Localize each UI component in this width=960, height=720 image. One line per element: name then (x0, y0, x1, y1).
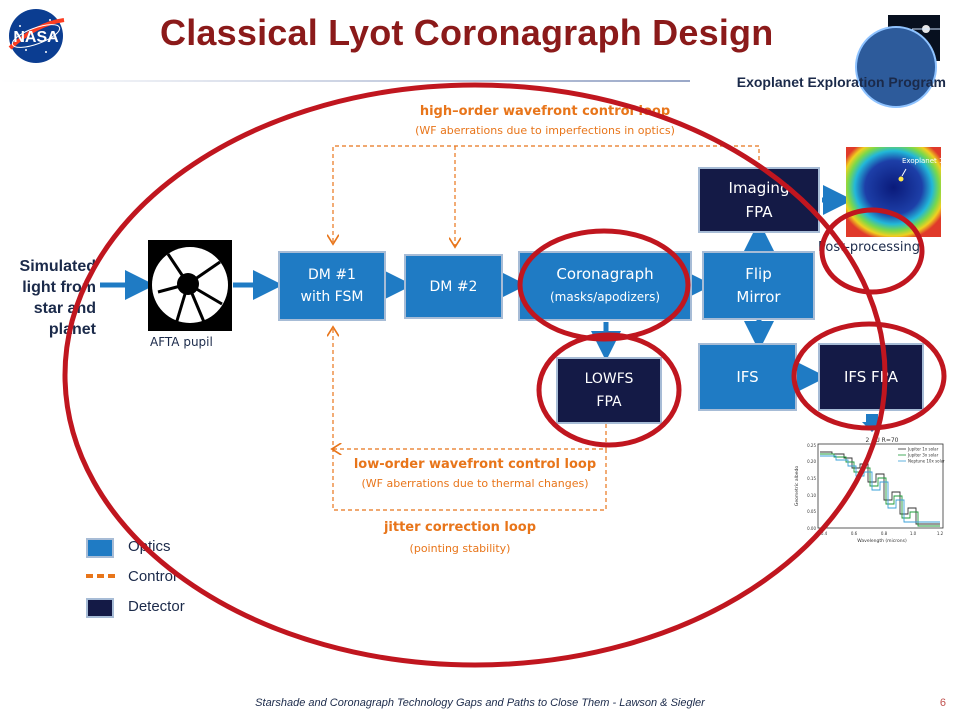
sim-line-1: Simulated (19, 258, 96, 275)
spectrum-ytick-1: 0.20 (807, 459, 816, 464)
jitter-loop-title: jitter correction loop (383, 520, 537, 535)
spectrum-ytick-3: 0.10 (807, 493, 816, 498)
dm1-label-1: DM #1 (308, 267, 356, 283)
spectrum-ylabel: Geometric albedo (794, 466, 800, 506)
legend-detector-swatch (86, 598, 114, 618)
flip-label-2: Mirror (736, 287, 781, 306)
loop-high-order-line (333, 145, 760, 243)
low-order-loop-subtitle: (WF aberrations due to thermal changes) (361, 477, 589, 490)
legend-control-swatch (86, 574, 116, 578)
high-order-loop-title: high–order wavefront control loop (419, 104, 671, 119)
post-processing-image: Exoplanet 1 (846, 147, 943, 237)
ifs-fpa-label: IFS FPA (843, 368, 899, 386)
imaging-fpa-block: Imaging FPA (698, 167, 820, 233)
legend-control-label: Control (128, 568, 177, 585)
coronagraph-sublabel: (masks/apodizers) (549, 290, 661, 304)
footer-text: Starshade and Coronagraph Technology Gap… (255, 697, 705, 709)
lowfs-label-2: FPA (596, 393, 622, 410)
header-rule (0, 80, 690, 82)
spectrum-ytick-2: 0.15 (807, 476, 816, 481)
ifs-label: IFS (736, 368, 759, 386)
imaging-fpa-label-1: Imaging (728, 179, 790, 197)
spectrum-ytick-5: 0.00 (807, 526, 816, 531)
arrow-ifsfpa-to-spectrum (866, 414, 878, 422)
flip-mirror-block: Flip Mirror (702, 251, 815, 320)
simulated-light-label: Simulated light from star and planet (0, 256, 96, 340)
dm2-label: DM #2 (429, 278, 478, 295)
sim-line-4: planet (48, 321, 96, 338)
spectrum-plot-image: 2 AU R=70 0.25 0.20 0.15 0.10 0.05 0.00 … (790, 434, 950, 544)
spectrum-xlabel: Wavelength (microns) (857, 538, 907, 544)
page-title: Classical Lyot Coronagraph Design (160, 12, 774, 53)
exoplanet-label: Exoplanet 1 (902, 157, 943, 165)
flip-label-1: Flip (745, 264, 772, 283)
spectrum-legend-0: Jupiter 1x solar (907, 447, 939, 452)
ifs-fpa-block: IFS FPA (818, 343, 924, 411)
afta-pupil-image (148, 240, 232, 331)
loop-low-order-line (333, 424, 607, 449)
dm1-label-2: with FSM (300, 289, 364, 305)
post-processing-label: Post-processing (818, 240, 920, 255)
spectrum-legend-1: Jupiter 3x solar (907, 453, 939, 458)
nasa-logo-text: NASA (13, 29, 59, 46)
imaging-fpa-label-2: FPA (745, 203, 773, 221)
afta-pupil-label: AFTA pupil (150, 335, 213, 349)
spectrum-xtick-0: 0.4 (821, 531, 828, 536)
sim-line-3: star and (33, 300, 96, 317)
jitter-loop-subtitle: (pointing stability) (409, 542, 511, 555)
coronagraph-label: Coronagraph (556, 265, 654, 283)
nasa-logo: NASA (8, 9, 65, 63)
spectrum-xtick-1: 0.6 (851, 531, 858, 536)
dm2-block: DM #2 (404, 254, 503, 319)
ifs-block: IFS (698, 343, 797, 411)
lowfs-label-1: LOWFS (584, 370, 634, 387)
sim-line-2: light from (22, 279, 96, 296)
coronagraph-block: Coronagraph (masks/apodizers) (518, 251, 692, 321)
page-number: 6 (939, 697, 946, 709)
lowfs-fpa-block: LOWFS FPA (556, 357, 662, 424)
low-order-loop-title: low-order wavefront control loop (353, 457, 597, 472)
spectrum-ytick-4: 0.05 (807, 509, 816, 514)
spectrum-ytick-0: 0.25 (807, 443, 816, 448)
spectrum-xtick-2: 0.8 (881, 531, 888, 536)
spectrum-legend-2: Neptune 10x solar (908, 459, 945, 464)
spectrum-xtick-3: 1.0 (910, 531, 917, 536)
spectrum-xtick-4: 1.2 (937, 531, 944, 536)
spectrum-title: 2 AU R=70 (866, 437, 899, 444)
dm1-block: DM #1 with FSM (278, 251, 386, 321)
legend-detector-label: Detector (128, 598, 185, 615)
high-order-loop-subtitle: (WF aberrations due to imperfections in … (415, 124, 675, 137)
legend-optics-swatch (86, 538, 114, 558)
legend-optics-label: Optics (128, 538, 171, 555)
